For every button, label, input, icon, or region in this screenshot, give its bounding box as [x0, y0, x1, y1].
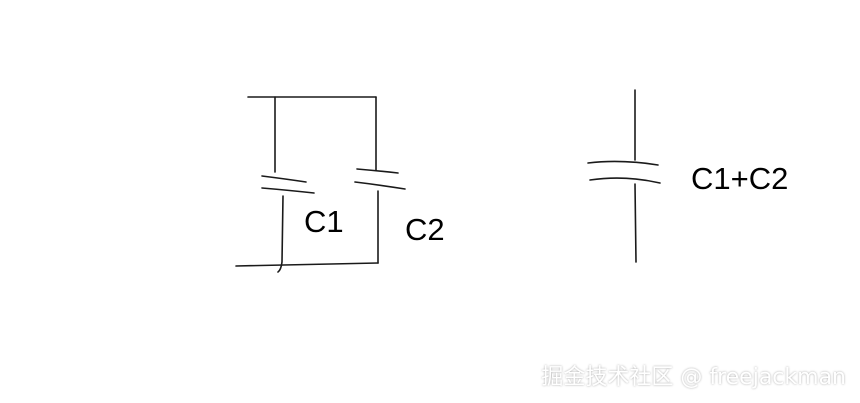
- equivalent-label: C1+C2: [691, 161, 788, 196]
- equivalent-lower-lead: [634, 183, 637, 263]
- equivalent-bottom-plate: [589, 177, 661, 184]
- equivalent-top-plate: [587, 160, 659, 166]
- c1-label: C1: [304, 204, 344, 239]
- equivalent-capacitor: [587, 89, 661, 263]
- capacitor-c2: [354, 168, 406, 190]
- c2-label: C2: [405, 212, 445, 247]
- c2-bottom-plate: [354, 181, 406, 190]
- c1-top-plate: [261, 175, 307, 183]
- watermark: 掘金技术社区 @ freejackman: [541, 365, 846, 390]
- c1-lower-lead: [277, 195, 284, 273]
- capacitor-c1: [261, 175, 315, 194]
- c2-top-plate: [356, 168, 399, 174]
- c1-bottom-plate: [261, 187, 315, 194]
- bottom-wire: [235, 262, 379, 267]
- parallel-circuit: [235, 96, 406, 273]
